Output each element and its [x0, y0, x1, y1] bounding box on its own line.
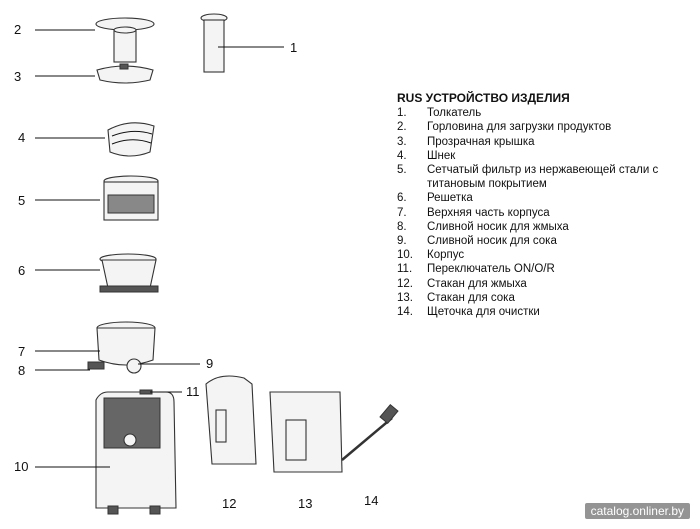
callout-numbers: 2 3 1 4 5 6 7 8 9 11 10 12 13 14 — [14, 22, 378, 511]
part-auger — [107, 122, 155, 157]
legend-item: 9. Сливной носик для сока — [397, 234, 697, 248]
legend-item: 13. Стакан для сока — [397, 291, 697, 305]
legend-item-number: 4. — [397, 149, 407, 162]
legend-item-text: Корпус — [427, 249, 465, 262]
legend-item: 4. Шнек — [397, 149, 697, 163]
part-strainer-filter — [103, 175, 159, 221]
legend-item: 1. Толкатель — [397, 106, 697, 120]
part-juice-cup — [269, 391, 343, 473]
callout-8: 8 — [18, 363, 25, 378]
legend-item: 3. Прозрачная крышка — [397, 135, 697, 149]
legend-item-number: 10. — [397, 249, 413, 262]
callout-2: 2 — [14, 22, 21, 37]
part-cleaning-brush — [341, 403, 399, 461]
part-grate — [99, 253, 159, 293]
legend-item: 11. Переключатель ON/O/R — [397, 262, 697, 276]
callout-10: 10 — [14, 459, 28, 474]
callout-7: 7 — [18, 344, 25, 359]
legend-item-text: Стакан для сока — [427, 291, 515, 304]
legend-item-number: 5. — [397, 164, 407, 177]
legend-item-number: 11. — [397, 263, 413, 276]
legend-item-text: Щеточка для очистки — [427, 306, 540, 319]
callout-1: 1 — [290, 40, 297, 55]
legend-item-number: 14. — [397, 306, 413, 319]
legend-item: 2. Горловина для загрузки продуктов — [397, 120, 697, 134]
callout-4: 4 — [18, 130, 25, 145]
leader-lines — [35, 29, 284, 468]
legend-item-text: Решетка — [427, 192, 473, 205]
legend-item-number: 2. — [397, 121, 407, 134]
legend-list: 1. Толкатель 2. Горловина для загрузки прод… — [397, 106, 697, 319]
part-pulp-cup — [205, 375, 257, 465]
legend-item: 12. Стакан для жмыха — [397, 277, 697, 291]
callout-14: 14 — [364, 493, 378, 508]
legend-item-number: 7. — [397, 206, 407, 219]
legend-item-text: Сетчатый фильтр из нержавеющей стали с т… — [427, 164, 659, 191]
legend-item-text: Стакан для жмыха — [427, 277, 527, 290]
legend-item: 8. Сливной носик для жмыха — [397, 220, 697, 234]
legend-item-number: 8. — [397, 220, 407, 233]
part-pusher — [200, 13, 228, 73]
callout-5: 5 — [18, 193, 25, 208]
part-base-housing — [95, 389, 177, 515]
callout-6: 6 — [18, 263, 25, 278]
legend-item: 14. Щеточка для очистки — [397, 305, 697, 319]
legend-item-text: Переключатель ON/O/R — [427, 263, 555, 276]
part-transparent-lid — [96, 63, 154, 84]
legend-title: RUS УСТРОЙСТВО ИЗДЕЛИЯ — [397, 91, 570, 105]
legend-item-text: Сливной носик для сока — [427, 235, 557, 248]
callout-12: 12 — [222, 496, 236, 511]
legend-item-number: 12. — [397, 277, 413, 290]
part-upper-housing — [87, 321, 156, 374]
legend-item-number: 13. — [397, 291, 413, 304]
callout-3: 3 — [14, 69, 21, 84]
legend-item: 7. Верхняя часть корпуса — [397, 206, 697, 220]
legend-item-text: Прозрачная крышка — [427, 135, 535, 148]
legend-item-text: Горловина для загрузки продуктов — [427, 121, 612, 134]
part-feed-chute — [95, 17, 155, 63]
legend-item-text: Сливной носик для жмыха — [427, 220, 569, 233]
legend-item-text: Толкатель — [427, 107, 482, 120]
legend-item-number: 3. — [397, 135, 407, 148]
legend-item-number: 9. — [397, 235, 407, 248]
callout-9: 9 — [206, 356, 213, 371]
legend-item: 6. Решетка — [397, 191, 697, 205]
legend-item-text: Верхняя часть корпуса — [427, 206, 550, 219]
callout-13: 13 — [298, 496, 312, 511]
parts-legend: RUS УСТРОЙСТВО ИЗДЕЛИЯ 1. Толкатель 2. Горл… — [397, 91, 697, 319]
watermark: catalog.onliner.by — [584, 503, 690, 519]
legend-item-number: 1. — [397, 107, 407, 120]
callout-11: 11 — [186, 384, 200, 399]
legend-item-text: Шнек — [427, 149, 456, 162]
legend-item-number: 6. — [397, 192, 407, 205]
legend-item: 5. Сетчатый фильтр из нержавеющей стали с… — [397, 163, 697, 191]
legend-item: 10. Корпус — [397, 248, 697, 262]
